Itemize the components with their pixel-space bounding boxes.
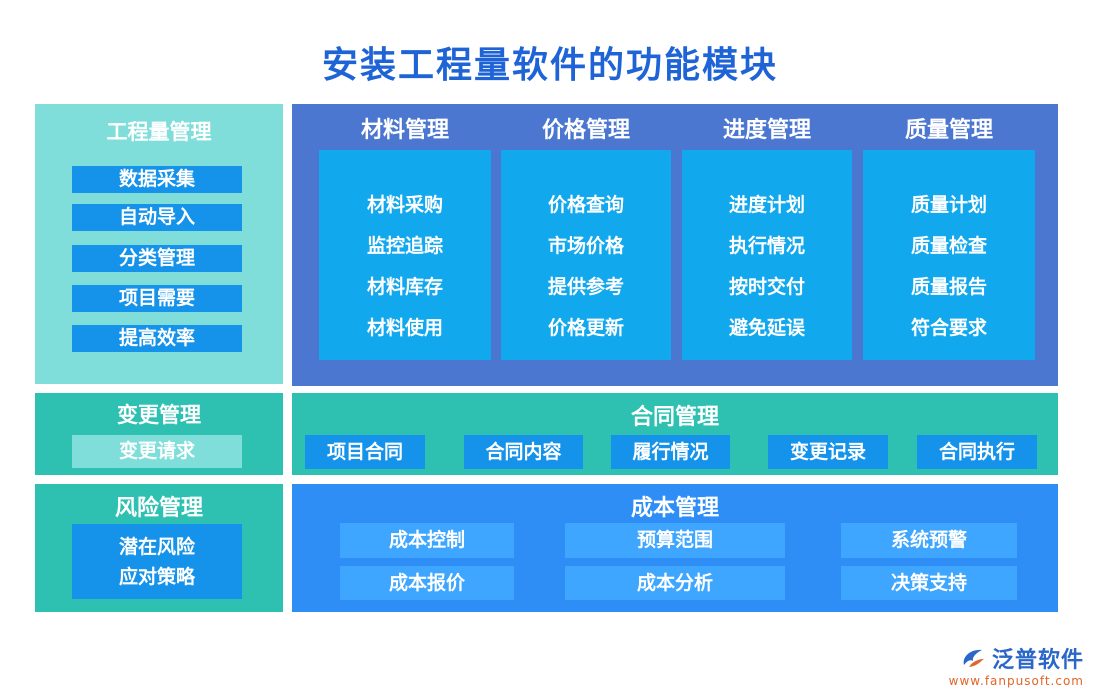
cost-panel-title: 成本管理 <box>630 496 719 521</box>
schedule-title: 进度管理 <box>722 118 811 143</box>
pricing-title: 价格管理 <box>541 118 630 143</box>
risk-panel: 风险管理 潜在风险 应对策略 <box>35 484 283 612</box>
materials-title: 材料管理 <box>360 118 449 143</box>
contract-panel: 合同管理 项目合同 合同内容 履行情况 变更记录 合同执行 <box>292 393 1058 475</box>
contract-item: 合同执行 <box>917 435 1037 469</box>
brand-name: 泛普软件 <box>991 648 1084 673</box>
quantity-item: 提高效率 <box>72 325 242 352</box>
schedule-item: 进度计划 <box>728 194 805 216</box>
quality-title: 质量管理 <box>904 118 993 143</box>
pricing-item: 价格查询 <box>547 194 624 216</box>
quantity-panel: 工程量管理 数据采集 自动导入 分类管理 项目需要 提高效率 <box>35 104 283 384</box>
risk-item: 应对策略 <box>118 566 195 588</box>
risk-panel-title: 风险管理 <box>114 496 203 521</box>
pricing-item: 市场价格 <box>547 235 624 257</box>
schedule-item: 避免延误 <box>728 317 805 339</box>
cost-item: 成本分析 <box>565 566 785 600</box>
contract-item: 履行情况 <box>611 435 730 469</box>
quality-item: 符合要求 <box>910 317 987 339</box>
change-item: 变更请求 <box>72 435 242 468</box>
pricing-item: 价格更新 <box>547 317 624 339</box>
schedule-column: 进度计划 执行情况 按时交付 避免延误 <box>682 150 852 360</box>
pricing-column: 价格查询 市场价格 提供参考 价格更新 <box>501 150 671 360</box>
change-panel: 变更管理 变更请求 <box>35 393 283 475</box>
page-title: 安装工程量软件的功能模块 <box>321 45 778 86</box>
materials-column: 材料采购 监控追踪 材料库存 材料使用 <box>319 150 491 360</box>
quality-item: 质量报告 <box>910 276 987 298</box>
brand-logo: 泛普软件 www.fanpusoft.com <box>949 642 1084 688</box>
quantity-item: 分类管理 <box>72 245 242 272</box>
risk-item: 潜在风险 <box>118 536 195 558</box>
pricing-item: 提供参考 <box>547 276 624 298</box>
contract-item: 项目合同 <box>305 435 425 469</box>
cost-item: 决策支持 <box>841 566 1017 600</box>
contract-item: 变更记录 <box>768 435 888 469</box>
quantity-item: 自动导入 <box>72 204 242 231</box>
risk-items-box: 潜在风险 应对策略 <box>72 524 242 599</box>
cost-item: 成本报价 <box>340 566 514 600</box>
modules-panel: 材料管理 价格管理 进度管理 质量管理 材料采购 监控追踪 材料库存 材料使用 … <box>292 104 1058 386</box>
quality-item: 质量检查 <box>910 235 987 257</box>
contract-item: 合同内容 <box>464 435 583 469</box>
brand-mark-icon <box>963 649 984 667</box>
materials-item: 材料使用 <box>366 317 443 339</box>
cost-item: 系统预警 <box>841 523 1017 558</box>
quality-column: 质量计划 质量检查 质量报告 符合要求 <box>863 150 1035 360</box>
quantity-panel-title: 工程量管理 <box>106 120 212 144</box>
cost-panel: 成本管理 成本控制 预算范围 系统预警 成本报价 成本分析 决策支持 <box>292 484 1058 612</box>
cost-item: 预算范围 <box>565 523 785 558</box>
materials-item: 材料库存 <box>366 276 443 298</box>
materials-item: 监控追踪 <box>366 235 443 257</box>
schedule-item: 按时交付 <box>728 276 805 298</box>
materials-item: 材料采购 <box>366 194 443 216</box>
cost-item: 成本控制 <box>340 523 514 558</box>
contract-panel-title: 合同管理 <box>630 405 719 430</box>
quantity-item: 数据采集 <box>72 166 242 193</box>
brand-url: www.fanpusoft.com <box>948 674 1084 688</box>
change-panel-title: 变更管理 <box>117 403 201 427</box>
quantity-item: 项目需要 <box>72 285 242 312</box>
schedule-item: 执行情况 <box>728 235 805 257</box>
quality-item: 质量计划 <box>910 194 987 216</box>
